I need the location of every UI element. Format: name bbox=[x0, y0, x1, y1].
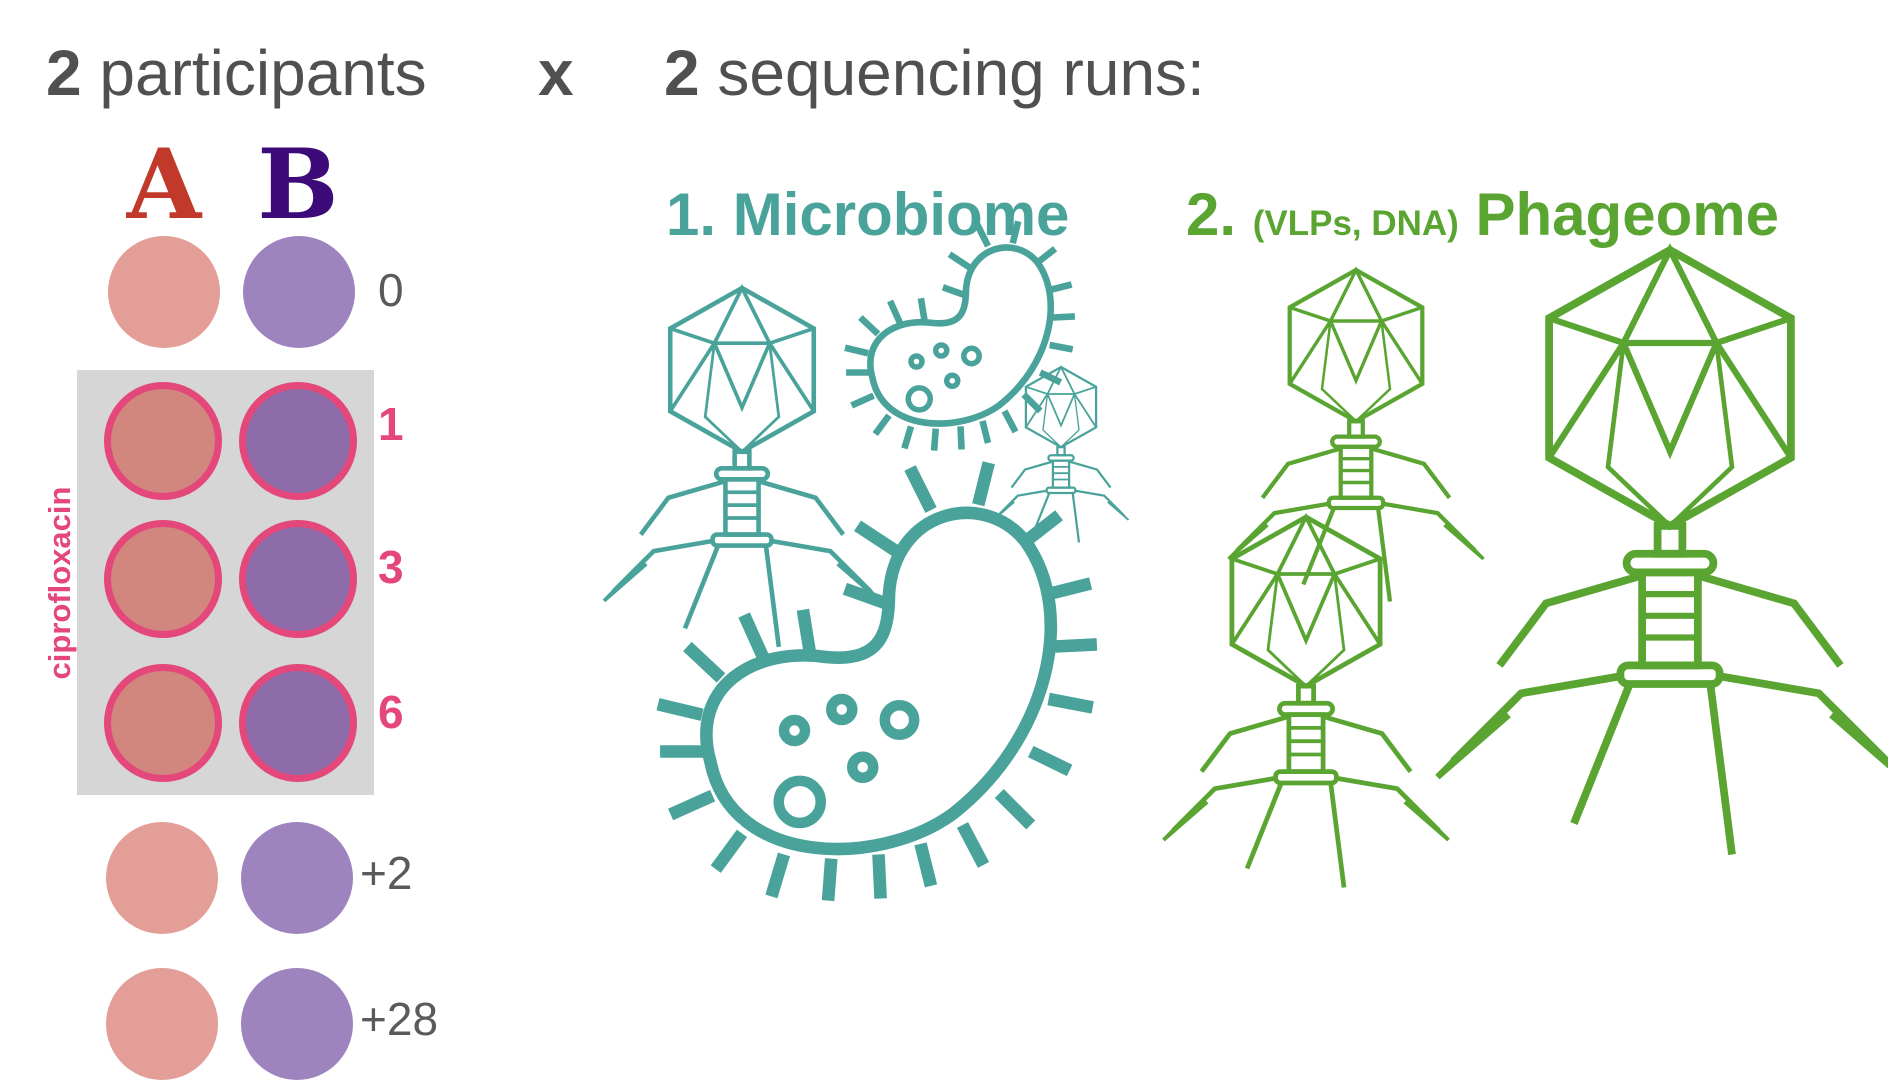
participant-b-label: B bbox=[257, 128, 339, 241]
participants-count: 2 bbox=[46, 37, 82, 109]
participants-heading: 2 participants bbox=[46, 36, 427, 110]
timepoint-label: 0 bbox=[378, 264, 404, 316]
run-2-number: 2. bbox=[1186, 181, 1237, 248]
phageome-icons bbox=[1164, 250, 1888, 888]
sample-dot-a-day-0 bbox=[108, 236, 220, 348]
bacterium-icon bbox=[845, 221, 1075, 450]
sample-dot-b-day-6 bbox=[239, 664, 357, 782]
runs-heading: 2 sequencing runs: bbox=[664, 36, 1205, 110]
bacteriophage-icon bbox=[1438, 250, 1888, 855]
sample-dot-a-day-6 bbox=[104, 664, 222, 782]
run-2-name: Phageome bbox=[1475, 181, 1779, 248]
times-symbol: x bbox=[538, 37, 574, 109]
runs-count: 2 bbox=[664, 37, 700, 109]
timepoint-label: +2 bbox=[360, 847, 413, 899]
run-2-title: 2. (VLPs, DNA) Phageome bbox=[1186, 180, 1779, 249]
timepoint-label: 6 bbox=[378, 686, 404, 738]
sample-dot-b-day-1 bbox=[239, 382, 357, 500]
bacteriophage-icon bbox=[604, 288, 880, 647]
sample-dot-b-post-28 bbox=[241, 968, 353, 1080]
bacteriophage-icon bbox=[1229, 270, 1484, 602]
sample-dot-a-post-2 bbox=[106, 822, 218, 934]
timepoint-label: 3 bbox=[378, 541, 404, 593]
bacteriophage-icon bbox=[1164, 517, 1449, 888]
sample-dot-a-day-1 bbox=[104, 382, 222, 500]
run-1-number: 1. bbox=[666, 181, 717, 248]
participant-a-label: A bbox=[126, 128, 202, 241]
runs-label: sequencing runs: bbox=[717, 37, 1205, 109]
run-2-qualifier: (VLPs, DNA) bbox=[1252, 204, 1459, 243]
sample-dot-b-post-2 bbox=[241, 822, 353, 934]
sample-dot-a-day-3 bbox=[104, 520, 222, 638]
sample-dot-a-post-28 bbox=[106, 968, 218, 1080]
sample-dot-b-day-0 bbox=[243, 236, 355, 348]
timepoint-label: +28 bbox=[360, 993, 439, 1045]
participants-label: participants bbox=[99, 37, 427, 109]
timepoint-label: 1 bbox=[378, 398, 404, 450]
sample-dot-b-day-3 bbox=[239, 520, 357, 638]
microbiome-icons bbox=[604, 221, 1130, 900]
